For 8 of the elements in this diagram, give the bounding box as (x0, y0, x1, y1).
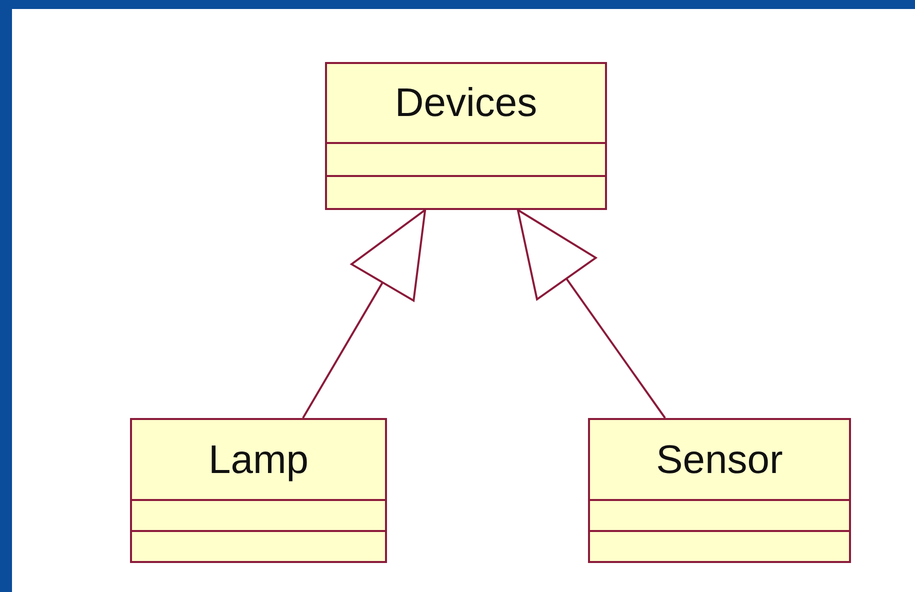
generalization-arrow (516, 209, 666, 419)
class-box (325, 62, 607, 210)
class-name: Lamp (208, 440, 309, 480)
class-box (588, 418, 851, 563)
class-name: Sensor (656, 440, 783, 480)
class-name: Devices (394, 83, 538, 123)
generalization-arrow (302, 209, 426, 418)
class-box (130, 418, 387, 563)
